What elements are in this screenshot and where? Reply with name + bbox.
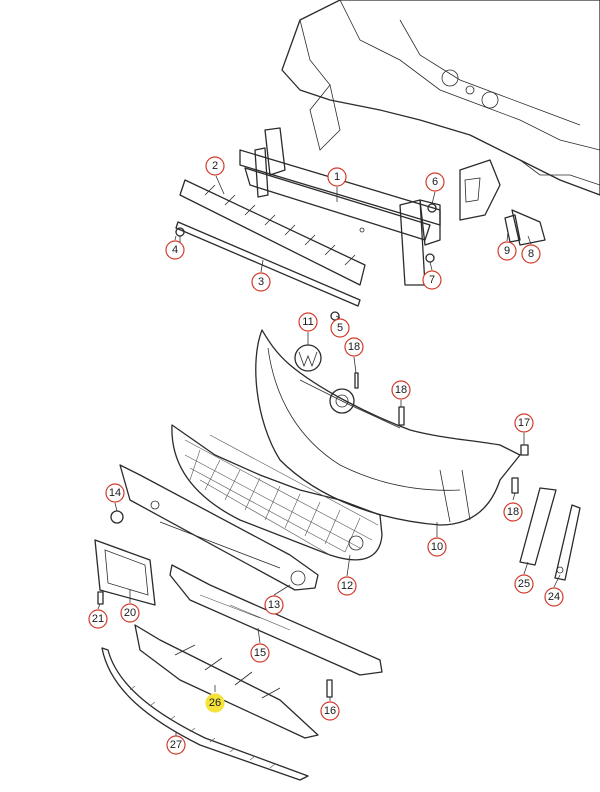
callout-24[interactable]: 24	[544, 587, 564, 607]
callout-4[interactable]: 4	[165, 240, 185, 260]
callout-15[interactable]: 15	[250, 643, 270, 663]
callout-10[interactable]: 10	[427, 537, 447, 557]
callout-12[interactable]: 12	[337, 576, 357, 596]
diffuser-panel	[134, 624, 319, 739]
svg-text:6: 6	[432, 176, 438, 188]
svg-text:16: 16	[324, 705, 336, 717]
license-plate-bracket	[94, 539, 156, 606]
bumper-cover	[255, 329, 521, 526]
callout-5[interactable]: 5	[330, 318, 350, 338]
svg-text:17: 17	[518, 417, 530, 429]
callout-8[interactable]: 8	[521, 244, 541, 264]
svg-text:25: 25	[518, 578, 530, 590]
svg-text:20: 20	[124, 607, 136, 619]
vehicle-body-structure	[281, 0, 600, 221]
lower-trim-strip	[101, 647, 309, 781]
callout-2[interactable]: 2	[205, 156, 225, 176]
callout-26[interactable]: 26	[205, 693, 225, 713]
callout-16[interactable]: 16	[320, 701, 340, 721]
svg-text:1: 1	[334, 171, 340, 183]
svg-text:24: 24	[548, 591, 560, 603]
energy-absorber	[179, 179, 366, 286]
lower-carrier-strip	[175, 221, 361, 307]
svg-text:8: 8	[528, 248, 534, 260]
fasteners-lower	[97, 372, 529, 698]
callout-18-emblem[interactable]: 18	[344, 337, 364, 357]
svg-text:18: 18	[395, 384, 407, 396]
callout-13[interactable]: 13	[264, 595, 284, 615]
callout-11[interactable]: 11	[298, 312, 318, 332]
grille-mesh	[171, 424, 383, 561]
callout-27[interactable]: 27	[166, 735, 186, 755]
callout-1[interactable]: 1	[327, 167, 347, 187]
callout-17[interactable]: 17	[514, 413, 534, 433]
callout-20[interactable]: 20	[120, 603, 140, 623]
svg-text:26: 26	[209, 697, 221, 709]
svg-text:21: 21	[92, 613, 104, 625]
svg-text:4: 4	[172, 244, 178, 256]
callout-21[interactable]: 21	[88, 609, 108, 629]
lower-spoiler	[169, 564, 383, 676]
svg-text:7: 7	[429, 274, 435, 286]
svg-text:5: 5	[337, 322, 343, 334]
callout-3[interactable]: 3	[251, 272, 271, 292]
svg-text:15: 15	[254, 647, 266, 659]
lower-grille-insert	[119, 464, 319, 591]
leader-lines	[97, 175, 561, 740]
svg-text:2: 2	[212, 160, 218, 172]
callout-6[interactable]: 6	[425, 172, 445, 192]
svg-text:14: 14	[109, 487, 121, 499]
svg-text:18: 18	[348, 341, 360, 353]
svg-text:10: 10	[431, 541, 443, 553]
callout-18-cover[interactable]: 18	[391, 380, 411, 400]
callouts: 1 2 3 4 5 6 7 8 9 10 11 12 13 14 15 16 1…	[88, 156, 564, 755]
callout-25[interactable]: 25	[514, 574, 534, 594]
side-brackets	[519, 487, 581, 581]
svg-text:12: 12	[341, 580, 353, 592]
svg-text:13: 13	[268, 599, 280, 611]
callout-9[interactable]: 9	[497, 241, 517, 261]
svg-text:9: 9	[504, 245, 510, 257]
callout-18-side[interactable]: 18	[503, 502, 523, 522]
bumper-reinforcement-beam	[239, 127, 441, 286]
callout-7[interactable]: 7	[422, 270, 442, 290]
svg-text:3: 3	[258, 276, 264, 288]
svg-text:27: 27	[170, 739, 182, 751]
svg-text:18: 18	[507, 506, 519, 518]
callout-14[interactable]: 14	[105, 483, 125, 503]
svg-text:11: 11	[302, 316, 313, 328]
